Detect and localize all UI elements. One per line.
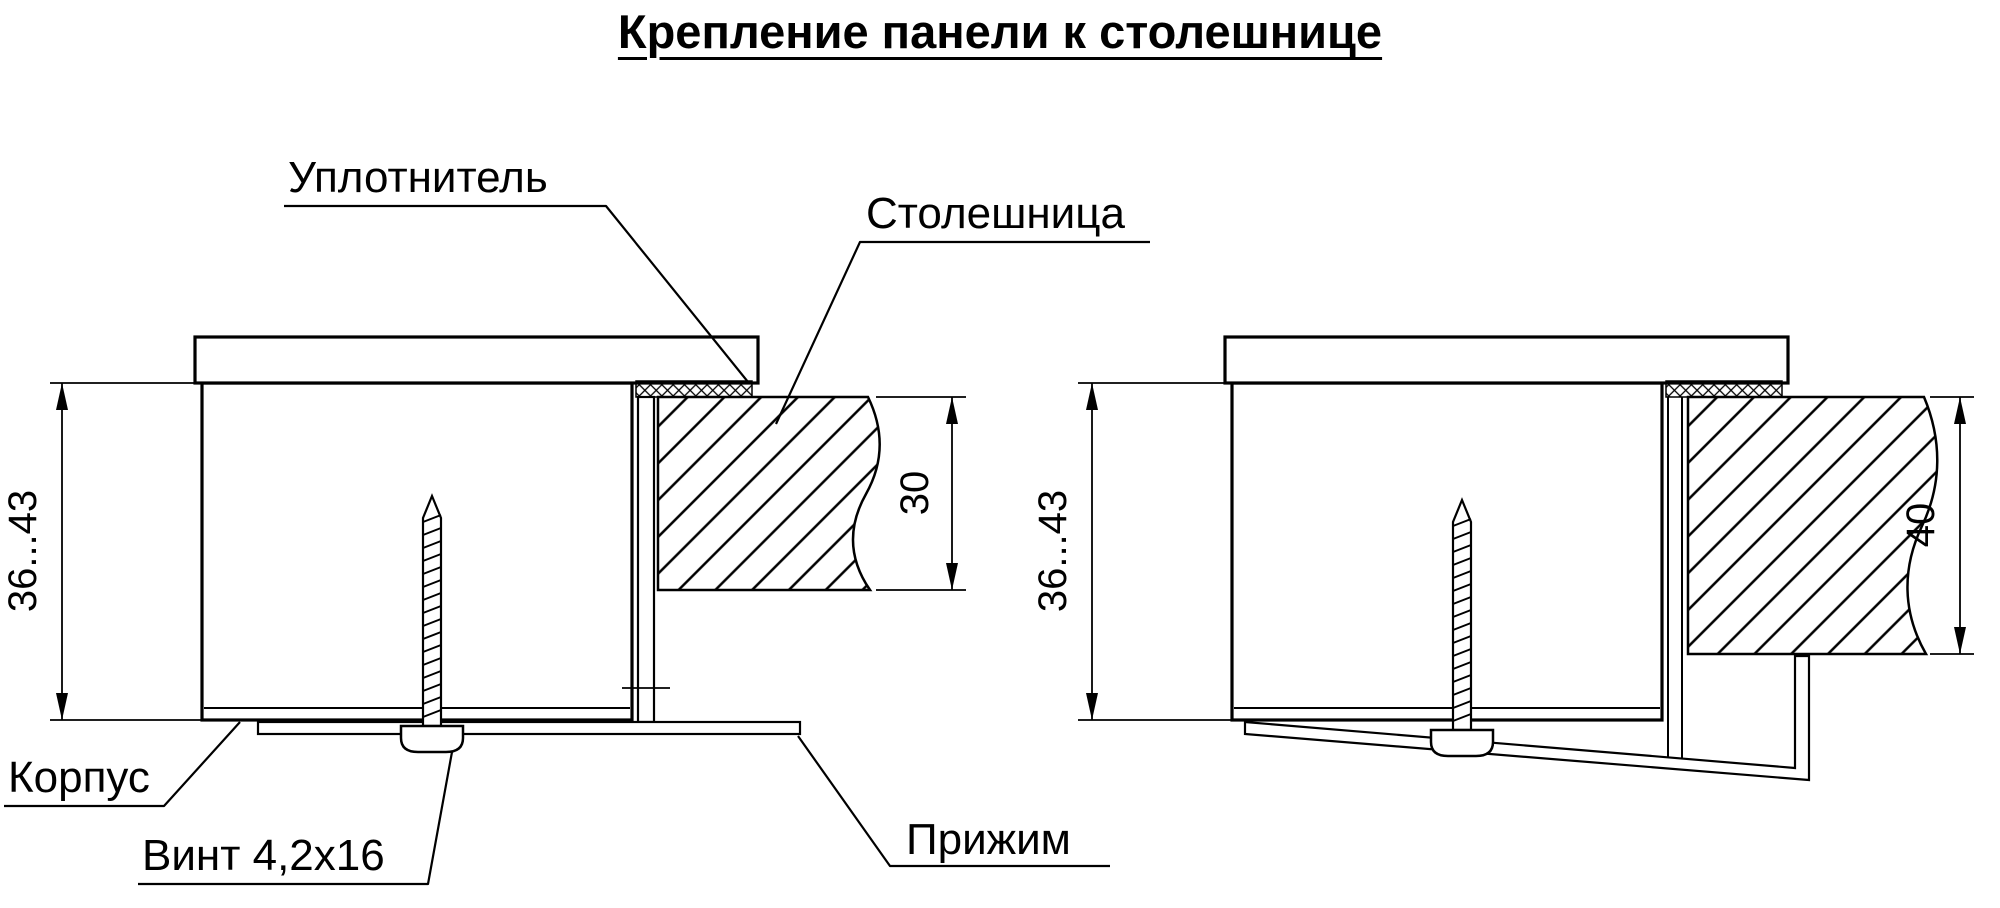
dimension-height-left-value: 36...43 bbox=[1, 490, 45, 612]
dimension-countertop-left: 30 bbox=[876, 396, 966, 591]
side-flange bbox=[636, 395, 656, 724]
callout-seal: Уплотнитель bbox=[284, 153, 749, 383]
left-view: 36...43 30 Уплотнитель Столешница bbox=[1, 153, 1150, 886]
panel-top bbox=[193, 335, 760, 385]
clamp-bar bbox=[256, 720, 802, 736]
dimension-countertop-right: 40 bbox=[1899, 396, 1974, 655]
housing-body bbox=[200, 381, 634, 722]
label-countertop: Столешница bbox=[866, 189, 1125, 238]
countertop-section bbox=[1686, 395, 1939, 656]
label-clamp: Прижим bbox=[906, 815, 1071, 864]
clamp-bracket bbox=[1243, 654, 1811, 782]
label-body: Корпус bbox=[8, 753, 150, 802]
drawing-title: Крепление панели к столешнице bbox=[617, 5, 1383, 58]
dimension-height-left: 36...43 bbox=[1, 382, 202, 721]
callout-body: Корпус bbox=[4, 721, 241, 808]
callout-clamp: Прижим bbox=[797, 735, 1110, 868]
callout-screw: Винт 4,2x16 bbox=[138, 751, 454, 886]
seal-section bbox=[635, 380, 753, 398]
label-screw: Винт 4,2x16 bbox=[142, 831, 385, 880]
housing-body bbox=[1230, 381, 1664, 722]
dimension-height-right-value: 36...43 bbox=[1031, 490, 1075, 612]
dimension-height-right: 36...43 bbox=[1031, 382, 1232, 721]
dimension-countertop-right-value: 40 bbox=[1899, 503, 1943, 548]
label-seal: Уплотнитель bbox=[288, 153, 548, 202]
dimension-countertop-left-value: 30 bbox=[893, 471, 937, 516]
countertop-section bbox=[656, 395, 881, 592]
right-view: 36...43 40 bbox=[1031, 335, 1974, 782]
seal-section bbox=[1665, 380, 1783, 398]
callout-countertop: Столешница bbox=[775, 189, 1150, 425]
panel-top bbox=[1223, 335, 1790, 385]
